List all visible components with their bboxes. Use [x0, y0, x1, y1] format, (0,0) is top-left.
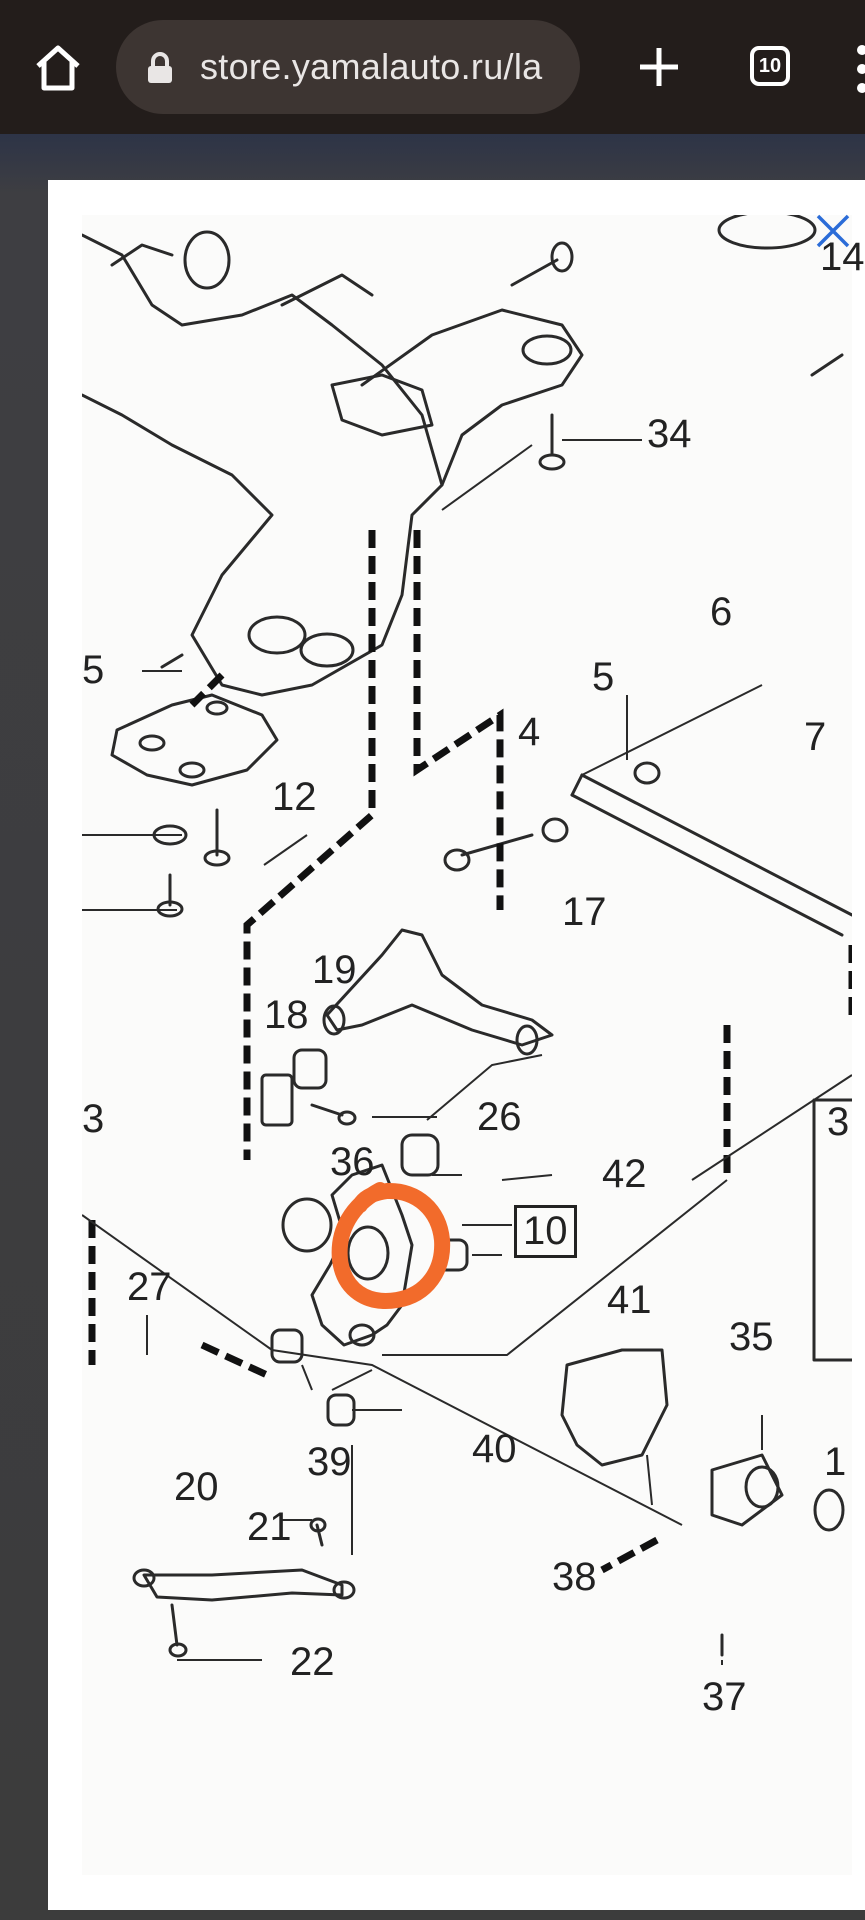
part-label: 17 — [562, 890, 607, 934]
part-label: 20 — [174, 1465, 219, 1509]
part-label: 42 — [602, 1152, 647, 1196]
part-label: 37 — [702, 1675, 747, 1719]
part-label: 19 — [312, 948, 357, 992]
bolt-top — [510, 241, 844, 471]
part-label: 39 — [307, 1440, 352, 1484]
brake-shield — [560, 1348, 669, 1467]
tabs-icon[interactable]: 10 — [750, 46, 790, 86]
part-label: 18 — [264, 993, 309, 1037]
trailing-arm-7 — [443, 761, 852, 937]
part-label: 40 — [472, 1427, 517, 1471]
address-bar[interactable]: store.yamalauto.ru/la — [116, 20, 580, 114]
highlight-circle — [331, 1182, 451, 1309]
control-arm-17 — [322, 928, 554, 1056]
engine-mount — [110, 653, 279, 918]
rear-subframe — [82, 215, 817, 697]
part-label-boxed: 10 — [514, 1205, 577, 1258]
part-label: 21 — [247, 1505, 292, 1549]
menu-icon[interactable] — [852, 44, 865, 94]
lock-icon — [146, 52, 174, 84]
part-label: 3 — [82, 1097, 105, 1141]
lateral-link-20 — [132, 1517, 356, 1658]
part-label: 4 — [518, 710, 541, 754]
close-icon[interactable] — [814, 212, 852, 250]
leader-lines — [82, 439, 852, 1665]
bushings — [260, 1048, 469, 1427]
url-text: store.yamalauto.ru/la — [200, 46, 543, 87]
part-label: 7 — [804, 715, 827, 759]
part-label: 22 — [290, 1640, 335, 1684]
parts-diagram: 34 14 5 6 5 4 7 12 17 19 18 26 3 36 42 1… — [82, 215, 865, 1875]
parts-drawing — [82, 215, 852, 1665]
dashed-guides — [88, 530, 852, 1574]
part-label: 6 — [710, 590, 733, 634]
part-label: 5 — [592, 655, 615, 699]
plus-icon[interactable] — [636, 44, 682, 90]
part-label: 36 — [330, 1140, 375, 1184]
part-label: 1 — [824, 1440, 847, 1484]
part-label: 35 — [729, 1315, 774, 1359]
part-label: 5 — [82, 648, 105, 692]
part-label: 12 — [272, 775, 317, 819]
part-label: 27 — [127, 1265, 172, 1309]
browser-toolbar: store.yamalauto.ru/la 10 — [0, 0, 865, 134]
part-label: 3 — [827, 1100, 850, 1144]
wheel-hub — [710, 1453, 845, 1657]
part-label: 34 — [647, 412, 692, 456]
home-icon[interactable] — [30, 40, 86, 96]
part-label: 41 — [607, 1278, 652, 1322]
part-label: 38 — [552, 1555, 597, 1599]
part-label: 26 — [477, 1095, 522, 1139]
